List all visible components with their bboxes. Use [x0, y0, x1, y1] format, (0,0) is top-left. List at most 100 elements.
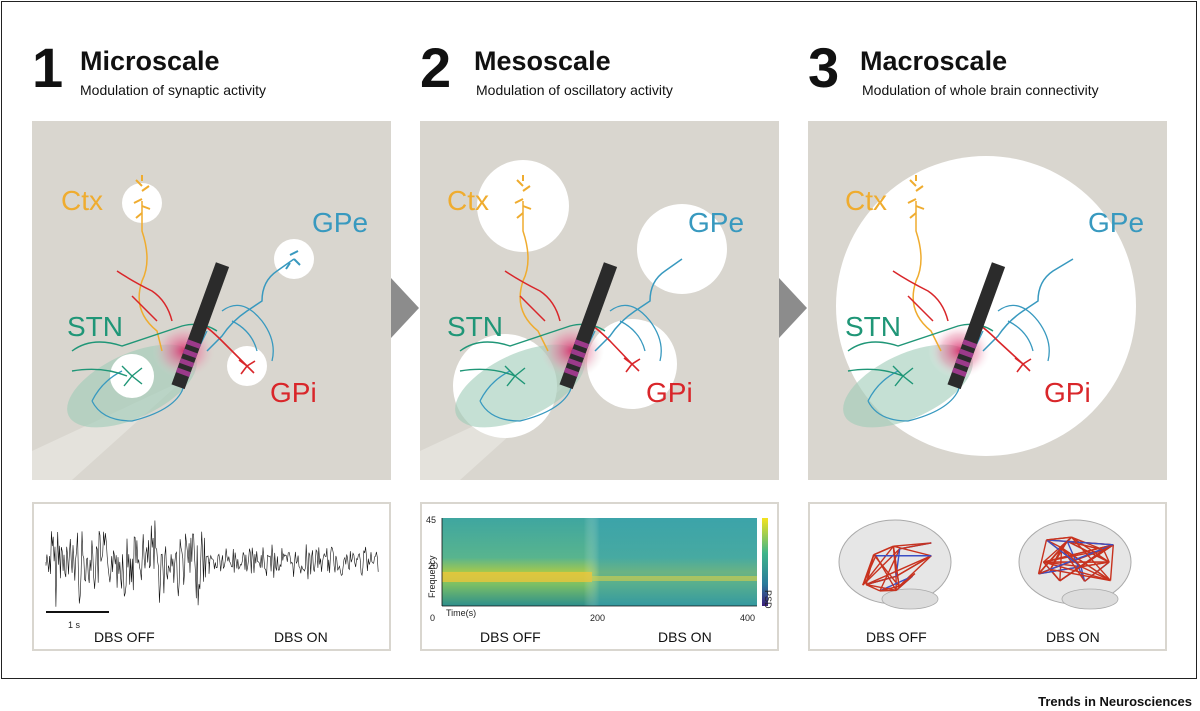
stn-neuron	[459, 323, 606, 387]
connectivity-edge	[1070, 536, 1112, 582]
panel-mesoscale: 2 Mesoscale Modulation of oscillatory ac…	[420, 2, 780, 678]
beta-band-on	[592, 576, 757, 581]
panel-title: Mesoscale	[474, 46, 611, 76]
label-dbs-on: DBS ON	[1046, 629, 1100, 645]
connectivity-edge	[865, 555, 932, 586]
connectivity-edge	[865, 554, 875, 585]
ctx-neuron	[514, 175, 532, 219]
gpe-axon	[206, 258, 295, 352]
label-stn: STN	[845, 311, 901, 342]
spectrogram-panel: 45 20 0 Frequency Time(s) 200 400 PSD DB…	[420, 502, 779, 651]
label-dbs-off: DBS OFF	[866, 629, 927, 645]
circuit-illustration	[836, 156, 1136, 456]
connectivity-edge	[865, 583, 897, 592]
ctx-axon	[912, 201, 942, 352]
journal-credit: Trends in Neurosciences	[1038, 694, 1192, 709]
panel-subtitle: Modulation of whole brain connectivity	[862, 82, 1099, 98]
dbs-electrode	[171, 262, 230, 390]
gpe-branches	[867, 304, 1050, 422]
spike-trace-panel: 1 s DBS OFF DBS ON	[32, 502, 391, 651]
label-stn: STN	[447, 311, 503, 342]
brain-dbs-off	[838, 519, 952, 610]
colorbar-label: PSD	[763, 590, 773, 609]
circuit-illustration	[32, 175, 314, 480]
spectrogram-dbs-on-region	[442, 518, 757, 606]
dbs-electrode	[559, 262, 618, 390]
neuron-diagram: Ctx GPe STN GPi	[32, 121, 391, 480]
label-dbs-off: DBS OFF	[480, 629, 541, 645]
panel-macroscale: 3 Macroscale Modulation of whole brain c…	[808, 2, 1168, 678]
brain-dbs-on	[1018, 519, 1132, 610]
label-ctx: Ctx	[845, 185, 887, 216]
trace-dbs-off	[45, 520, 210, 607]
colorbar	[762, 518, 768, 606]
gpi-neuron	[584, 320, 641, 373]
label-dbs-on: DBS ON	[658, 629, 712, 645]
spectrogram	[441, 518, 768, 607]
y-axis-label: Frequency	[427, 555, 437, 598]
connectivity-edge	[1037, 539, 1048, 574]
connectivity-edge	[873, 545, 894, 556]
brain-connectivity	[838, 519, 1132, 610]
connectivity-edge	[1071, 536, 1110, 563]
panel-subtitle: Modulation of synaptic activity	[80, 82, 266, 98]
connectivity-edge	[893, 545, 932, 557]
connectivity-edge	[879, 589, 897, 592]
y-tick-45: 45	[426, 515, 437, 525]
label-gpi: GPi	[646, 377, 693, 408]
connectivity-edge	[1061, 547, 1082, 568]
connectivity-edge	[1046, 539, 1114, 546]
gpe-neuron	[285, 250, 301, 270]
progression-arrow-2	[779, 278, 807, 338]
y-tick-0: 0	[430, 613, 436, 623]
label-dbs-on: DBS ON	[274, 629, 328, 645]
ctx-neuron	[133, 175, 151, 219]
ctx-neuron	[907, 175, 925, 219]
progression-arrow-1	[391, 278, 419, 338]
label-gpe: GPe	[312, 207, 369, 238]
ctx-axon	[519, 201, 549, 352]
dbs-electrode	[947, 262, 1006, 390]
gpe-focus-circle	[637, 204, 727, 294]
connectivity-edge	[1059, 547, 1063, 581]
connectivity-edge	[899, 542, 932, 550]
connectivity-edge	[1049, 547, 1063, 570]
connectivity-edge	[1038, 565, 1082, 575]
panel-microscale: 1 Microscale Modulation of synaptic acti…	[32, 2, 392, 678]
gpi-input-axon	[504, 270, 561, 322]
connectivity-edge	[1061, 547, 1111, 582]
connectivity-edge	[1080, 566, 1111, 582]
label-gpi: GPi	[270, 377, 317, 408]
ctx-axon	[138, 201, 163, 352]
beta-band-off	[442, 572, 592, 582]
circuit-illustration	[420, 160, 727, 480]
x-tick-200: 200	[590, 613, 606, 623]
connectivity-edge	[1109, 544, 1114, 581]
connectivity-edge	[895, 555, 932, 577]
panel-number: 1	[32, 36, 64, 99]
spike-trace	[45, 520, 379, 613]
neuron-diagram: Ctx GPe STN GPi	[420, 121, 779, 480]
connectivity-edge	[865, 575, 897, 586]
stn-neuron	[71, 323, 218, 387]
panel-title: Microscale	[80, 46, 220, 76]
gpi-neuron	[196, 320, 256, 375]
x-axis-label: Time(s)	[446, 608, 477, 618]
connectivity-edge	[1038, 568, 1051, 575]
connectivity-edge	[1046, 536, 1072, 541]
label-gpi: GPi	[1044, 377, 1091, 408]
stn-neuron	[847, 323, 994, 387]
gpi-input-axon	[116, 270, 173, 322]
label-gpe: GPe	[1088, 207, 1145, 238]
neuron-diagram: Ctx GPe STN GPi	[808, 121, 1167, 480]
figure-frame: 1 Microscale Modulation of synaptic acti…	[1, 1, 1197, 679]
label-stn: STN	[67, 311, 123, 342]
connectivity-edge	[892, 546, 900, 587]
panel-number: 3	[808, 36, 840, 99]
label-ctx: Ctx	[61, 185, 103, 216]
connectivity-edge	[1038, 540, 1068, 575]
gpe-axon	[594, 258, 683, 352]
gpi-neuron	[972, 320, 1032, 373]
connectivity-edge	[1080, 561, 1110, 568]
label-gpe: GPe	[688, 207, 745, 238]
